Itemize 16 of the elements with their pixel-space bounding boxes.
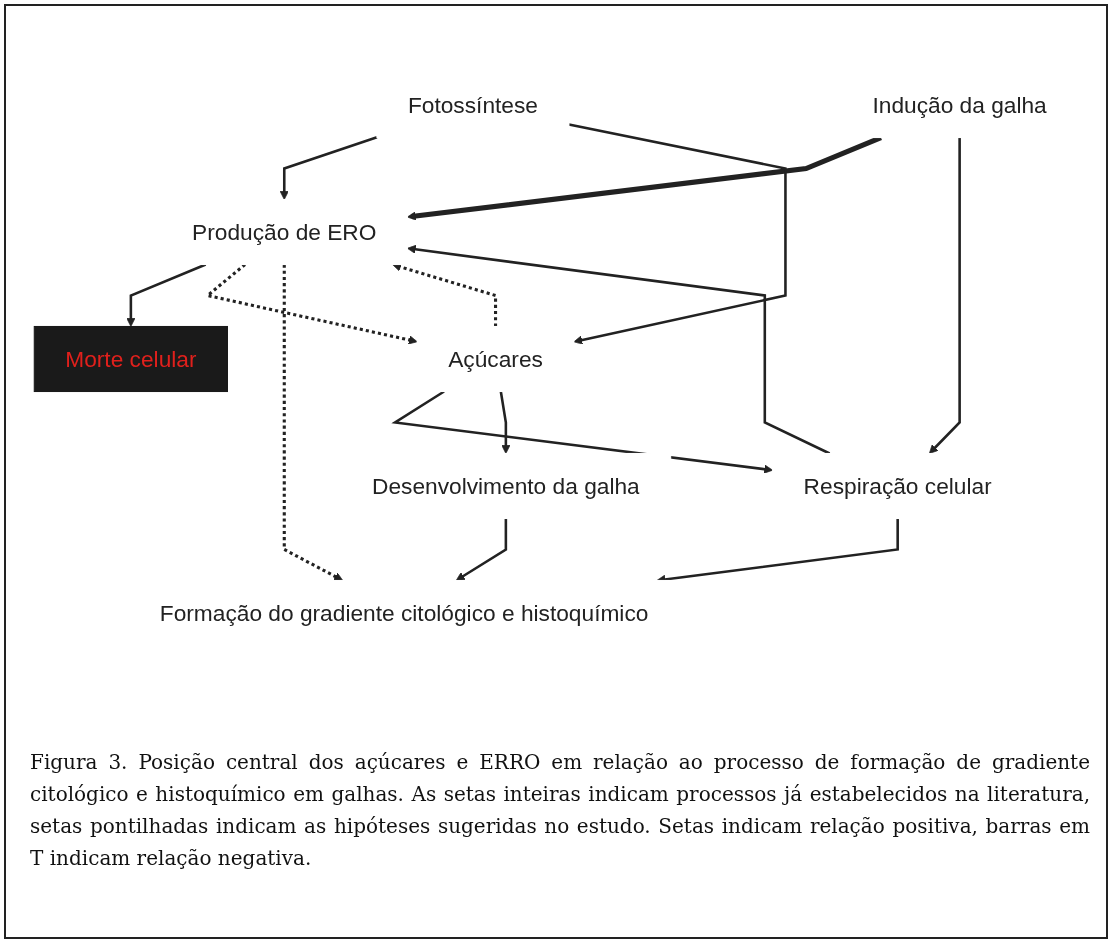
figure-caption: Figura 3. Posição central dos açúcares e ERRO em relação ao processo de formação de gradiente citológico e histoquímico em galhas. As setas inteiras indicam processos já estabelecidos na literatura, setas pontilhadas indicam as hipóteses sugeridas no estudo. Setas indicam relação positiva, barras em T indicam relação negativa. — [30, 749, 1090, 872]
arrow — [455, 518, 508, 581]
arrow — [499, 391, 511, 454]
node-text: Produção de ERO — [192, 219, 377, 245]
node-text: Fotossíntese — [407, 92, 538, 118]
node-text: Açúcares — [448, 346, 543, 372]
node-text: Respiração celular — [803, 473, 992, 499]
node-text: Formação do gradiente citológico e histoquímico — [159, 600, 649, 626]
arrow — [929, 137, 961, 454]
arrow — [126, 263, 207, 327]
arrow — [279, 136, 378, 200]
arrow — [407, 244, 831, 455]
node-box: Morte celular — [33, 325, 228, 393]
arrow — [282, 264, 344, 581]
arrow — [568, 123, 787, 345]
node-text: Indução da galha — [872, 92, 1047, 118]
